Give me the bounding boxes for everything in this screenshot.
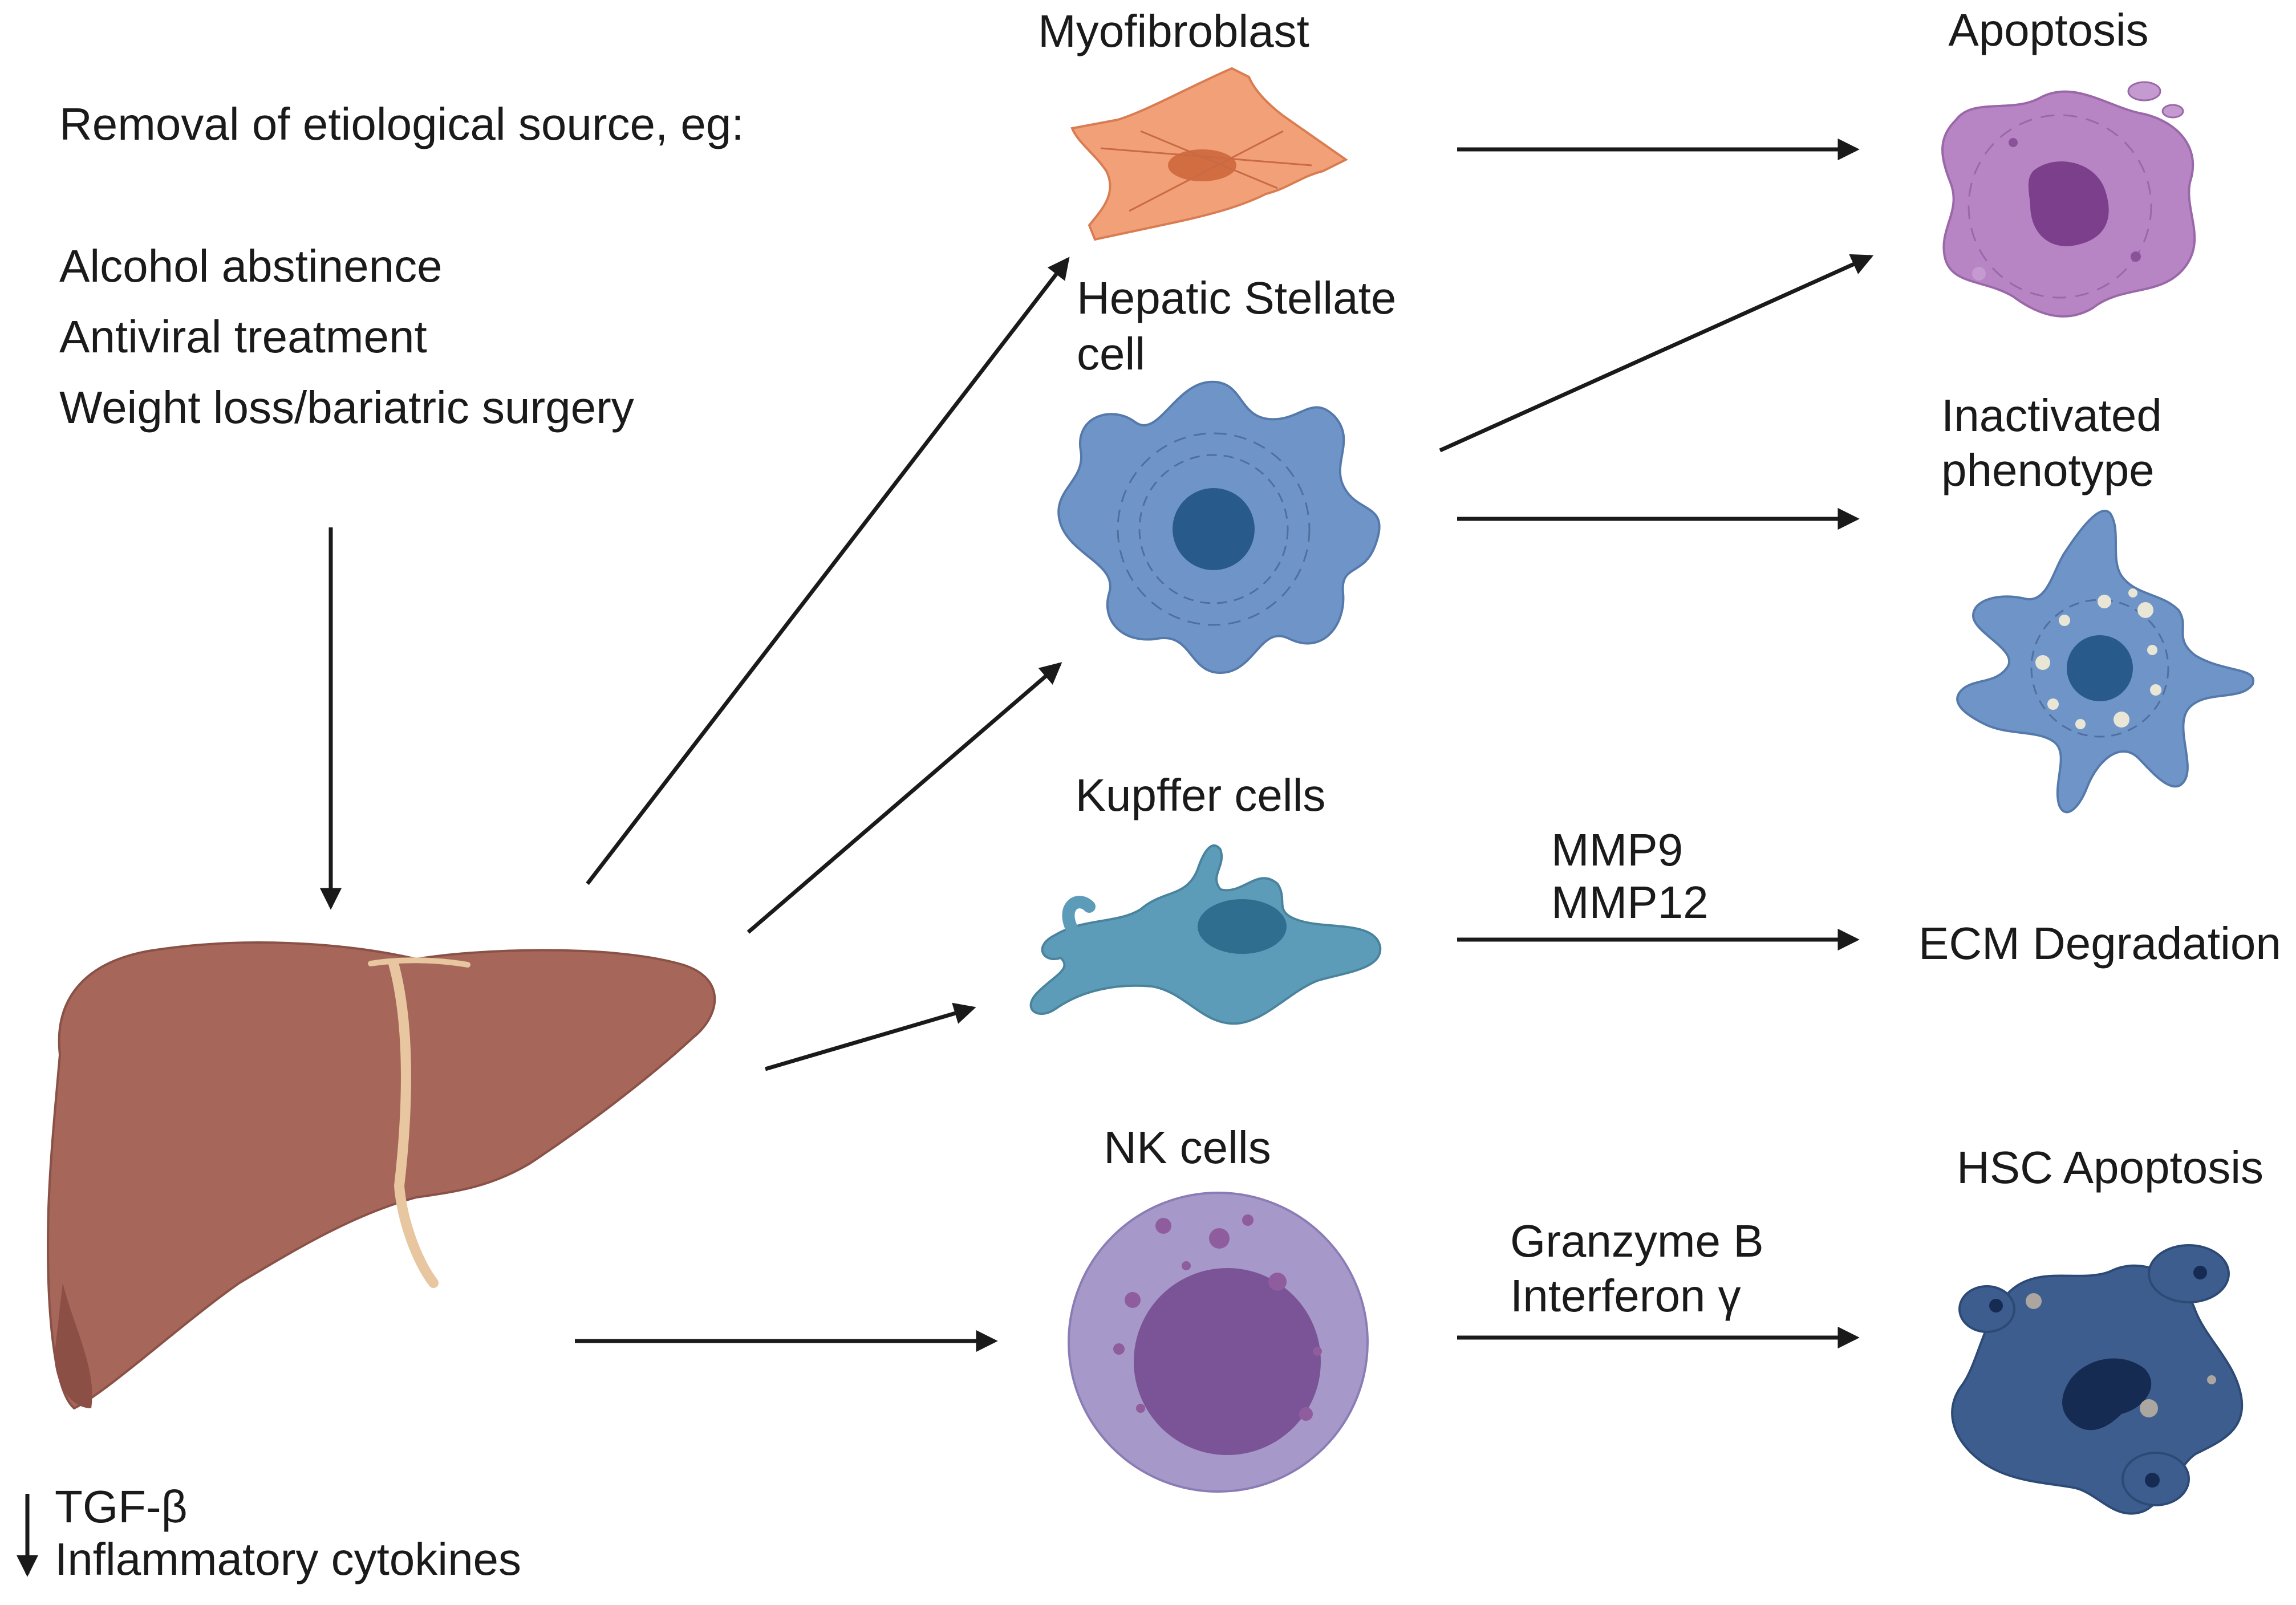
liver-illustration [47,941,716,1410]
arrow-stellate-to-apoptosis [1439,254,1874,453]
mediator-interferon-gamma: Interferon γ [1510,1270,1741,1321]
inactivated-label-line1: Inactivated [1941,390,2162,441]
inactivated-label-line2: phenotype [1941,445,2155,495]
arrow-liver-to-stellate [747,662,1062,934]
kupffer-cell-icon [1029,844,1382,1025]
myofibroblast-cell-icon [1070,67,1348,241]
arrow-liver-to-myofibroblast [586,257,1070,885]
apoptotic-cell-icon [1941,81,2196,318]
intro-item-alcohol: Alcohol abstinence [59,241,443,291]
reduced-inflammatory-cytokines: Inflammatory cytokines [55,1534,521,1584]
reduced-tgf-beta: TGF-β [55,1481,188,1532]
apoptosis-label: Apoptosis [1948,5,2148,55]
nk-label: NK cells [1104,1122,1271,1173]
hsc-apoptosis-label: HSC Apoptosis [1957,1142,2263,1193]
inactivated-stellate-cell-icon [1956,510,2255,814]
stellate-label-line2: cell [1077,328,1145,379]
arrow-liver-to-kupffer [765,1002,976,1071]
ecm-degradation-label: ECM Degradation [1918,918,2281,969]
myofibroblast-label: Myofibroblast [1038,6,1309,56]
nk-cell-icon [1068,1192,1369,1493]
intro-heading: Removal of etiological source, eg: [59,99,744,149]
mediator-mmp9: MMP9 [1551,824,1683,875]
stellate-label-line1: Hepatic Stellate [1077,273,1396,323]
mediator-mmp12: MMP12 [1551,877,1709,928]
intro-item-antiviral: Antiviral treatment [59,311,427,362]
mediator-granzyme-b: Granzyme B [1510,1216,1764,1266]
intro-item-weight-loss: Weight loss/bariatric surgery [59,382,634,433]
kupffer-label: Kupffer cells [1076,770,1326,820]
apoptotic-hsc-cell-icon [1951,1244,2244,1515]
hepatic-stellate-cell-icon [1057,380,1381,674]
